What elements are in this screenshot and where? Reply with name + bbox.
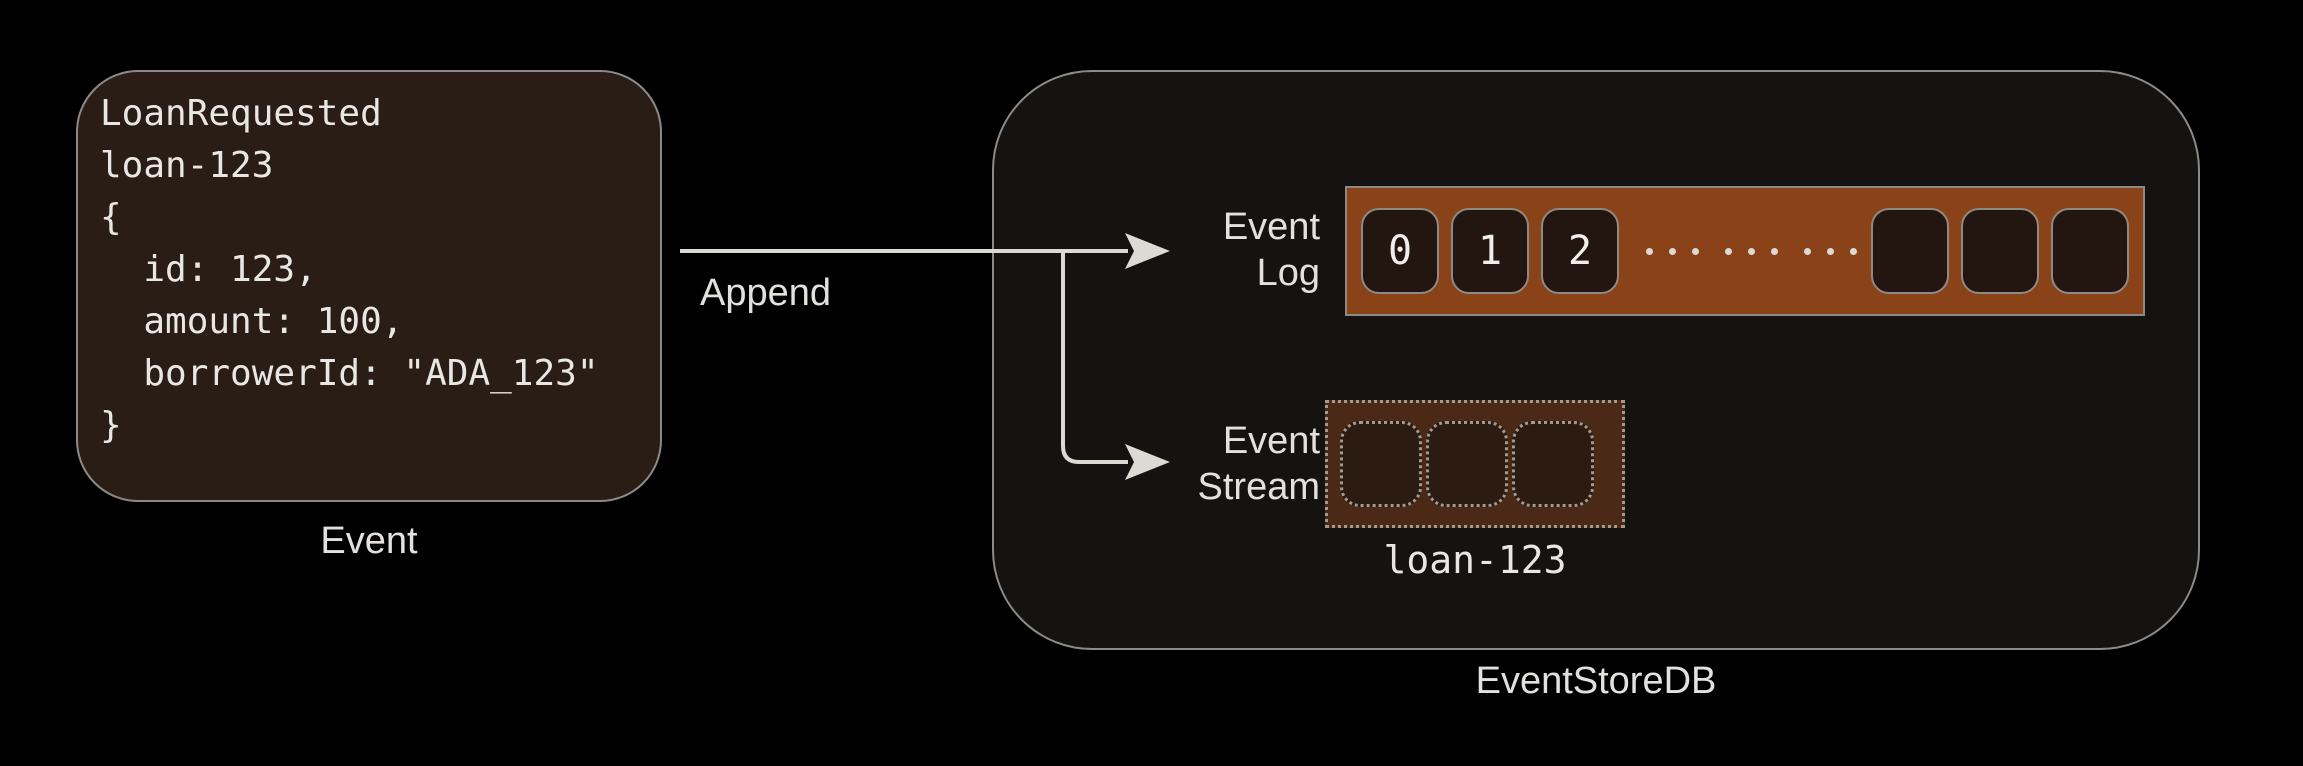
event-stream-cell — [1340, 421, 1422, 507]
ellipsis-group — [1724, 247, 1778, 255]
event-stream-cell — [1512, 421, 1594, 507]
ellipsis-dot — [1724, 247, 1732, 255]
event-log-empty-cell — [1961, 208, 2039, 294]
event-log-cell: 1 — [1451, 208, 1529, 294]
eventstoredb-container — [992, 70, 2200, 650]
ellipsis-dot — [1826, 247, 1834, 255]
event-card-caption: Event — [320, 520, 418, 562]
event-log-empty-cell — [2051, 208, 2129, 294]
ellipsis-dot — [1770, 247, 1778, 255]
ellipsis-dot — [1668, 247, 1676, 255]
event-card: LoanRequested loan-123 { id: 123, amount… — [76, 70, 662, 502]
event-payload-code: LoanRequested loan-123 { id: 123, amount… — [100, 93, 599, 446]
event-stream-cell — [1426, 421, 1508, 507]
eventstoredb-caption: EventStoreDB — [1475, 660, 1717, 702]
event-log-cell: 0 — [1361, 208, 1439, 294]
ellipsis-dot — [1803, 247, 1811, 255]
event-log-label: Event Log — [1222, 206, 1320, 294]
ellipsis-dot — [1747, 247, 1755, 255]
event-log-empty-cell — [1871, 208, 1949, 294]
ellipsis-dot — [1849, 247, 1857, 255]
ellipsis-group — [1803, 247, 1857, 255]
append-label: Append — [700, 272, 832, 314]
event-stream-label: Event Stream — [1197, 420, 1320, 508]
ellipsis-dot — [1645, 247, 1653, 255]
event-stream-name: loan-123 — [1383, 538, 1567, 582]
event-log-ellipsis — [1631, 247, 1871, 255]
event-log-cell: 2 — [1541, 208, 1619, 294]
event-log-bar: 0 1 2 — [1345, 186, 2145, 316]
event-stream-box — [1325, 400, 1625, 528]
ellipsis-group — [1645, 247, 1699, 255]
ellipsis-dot — [1691, 247, 1699, 255]
